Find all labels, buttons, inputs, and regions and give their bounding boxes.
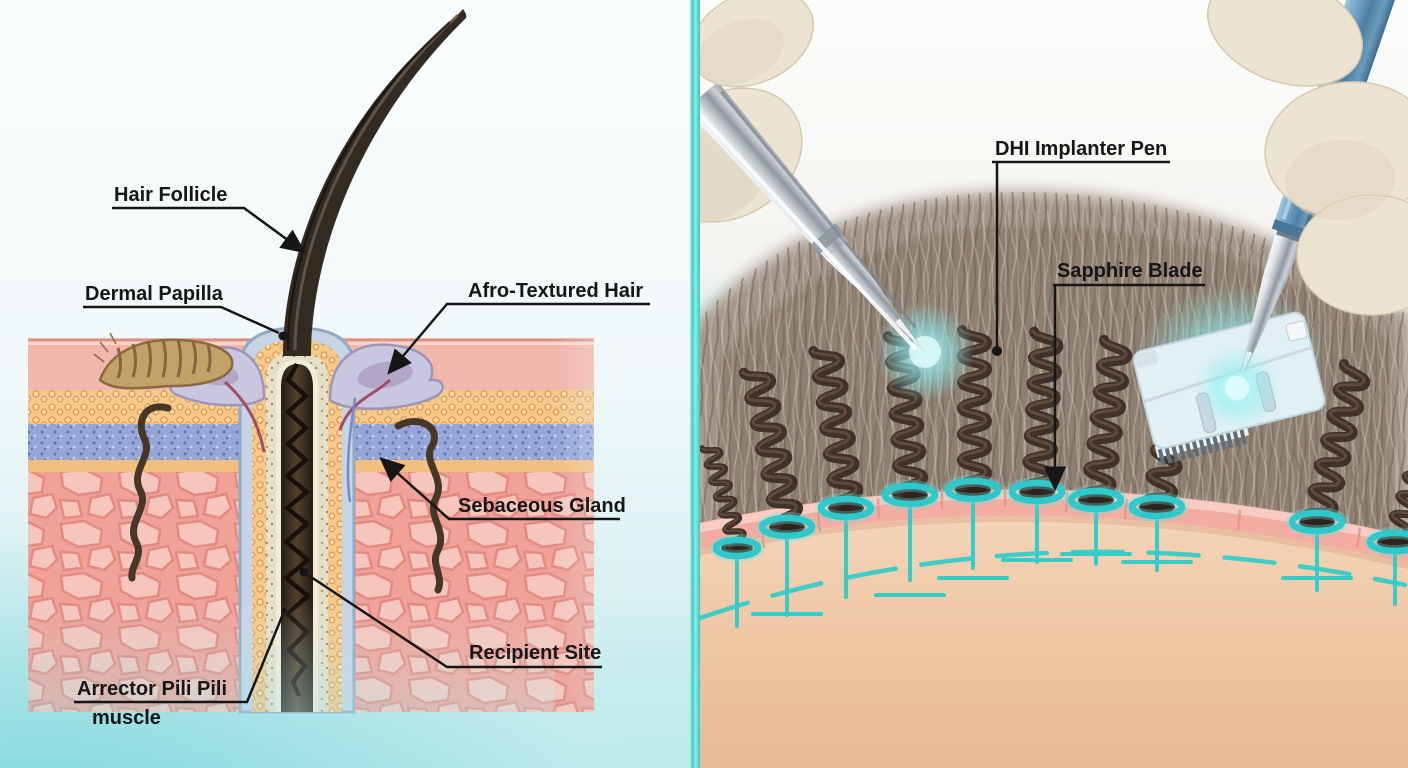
label-arrector-pili-line2: muscle xyxy=(92,707,161,729)
arrector-leader-dot xyxy=(281,608,287,614)
dermal-papilla-dot xyxy=(278,331,288,341)
label-hair-follicle: Hair Follicle xyxy=(114,184,227,206)
glove-thumb xyxy=(1206,0,1364,87)
follicle-anatomy-illustration: Hair Follicle Dermal Papilla Afro-Textur… xyxy=(28,9,650,729)
implant-guide-marks xyxy=(700,496,1408,628)
label-dhi-implanter-pen: DHI Implanter Pen xyxy=(995,138,1167,160)
implanted-afro-hair-grafts xyxy=(701,329,1408,554)
ridge-creases xyxy=(760,486,1362,549)
label-sebaceous-gland: Sebaceous Gland xyxy=(458,495,626,517)
label-afro-textured-hair: Afro-Textured Hair xyxy=(468,280,643,302)
right-panel-dhi-procedure: DHI Implanter Pen Sapphire Blade xyxy=(700,0,1408,768)
teal-divider xyxy=(690,0,700,768)
graft-site-rings xyxy=(710,475,1408,562)
dhi-pen-tool xyxy=(1195,0,1408,430)
dhi-leader-dot xyxy=(992,346,1002,356)
skin-cross-section xyxy=(28,326,594,714)
dhi-procedure-illustration: DHI Implanter Pen Sapphire Blade xyxy=(700,0,1408,768)
hair-shaft xyxy=(283,9,467,356)
pen-tip-glow-core xyxy=(1225,376,1249,400)
dermal-hairs xyxy=(128,403,445,594)
recipient-site-dot xyxy=(299,567,309,577)
left-leader-lines xyxy=(74,206,650,704)
hair-follicle-structure xyxy=(238,326,356,714)
label-sapphire-blade: Sapphire Blade xyxy=(1057,260,1203,282)
glove-fingertip-shading xyxy=(700,18,784,86)
label-recipient-site: Recipient Site xyxy=(469,642,601,664)
arrector-pili-muscle-shape xyxy=(93,332,234,390)
implanter-needle-tool xyxy=(700,0,925,352)
label-arrector-pili-line1: Arrector Pili Pili xyxy=(77,678,227,700)
label-dermal-papilla: Dermal Papilla xyxy=(85,283,224,305)
right-leader-lines xyxy=(992,160,1205,492)
glove-shading-right xyxy=(1285,139,1395,221)
left-panel-follicle-anatomy: Hair Follicle Dermal Papilla Afro-Textur… xyxy=(0,0,690,768)
